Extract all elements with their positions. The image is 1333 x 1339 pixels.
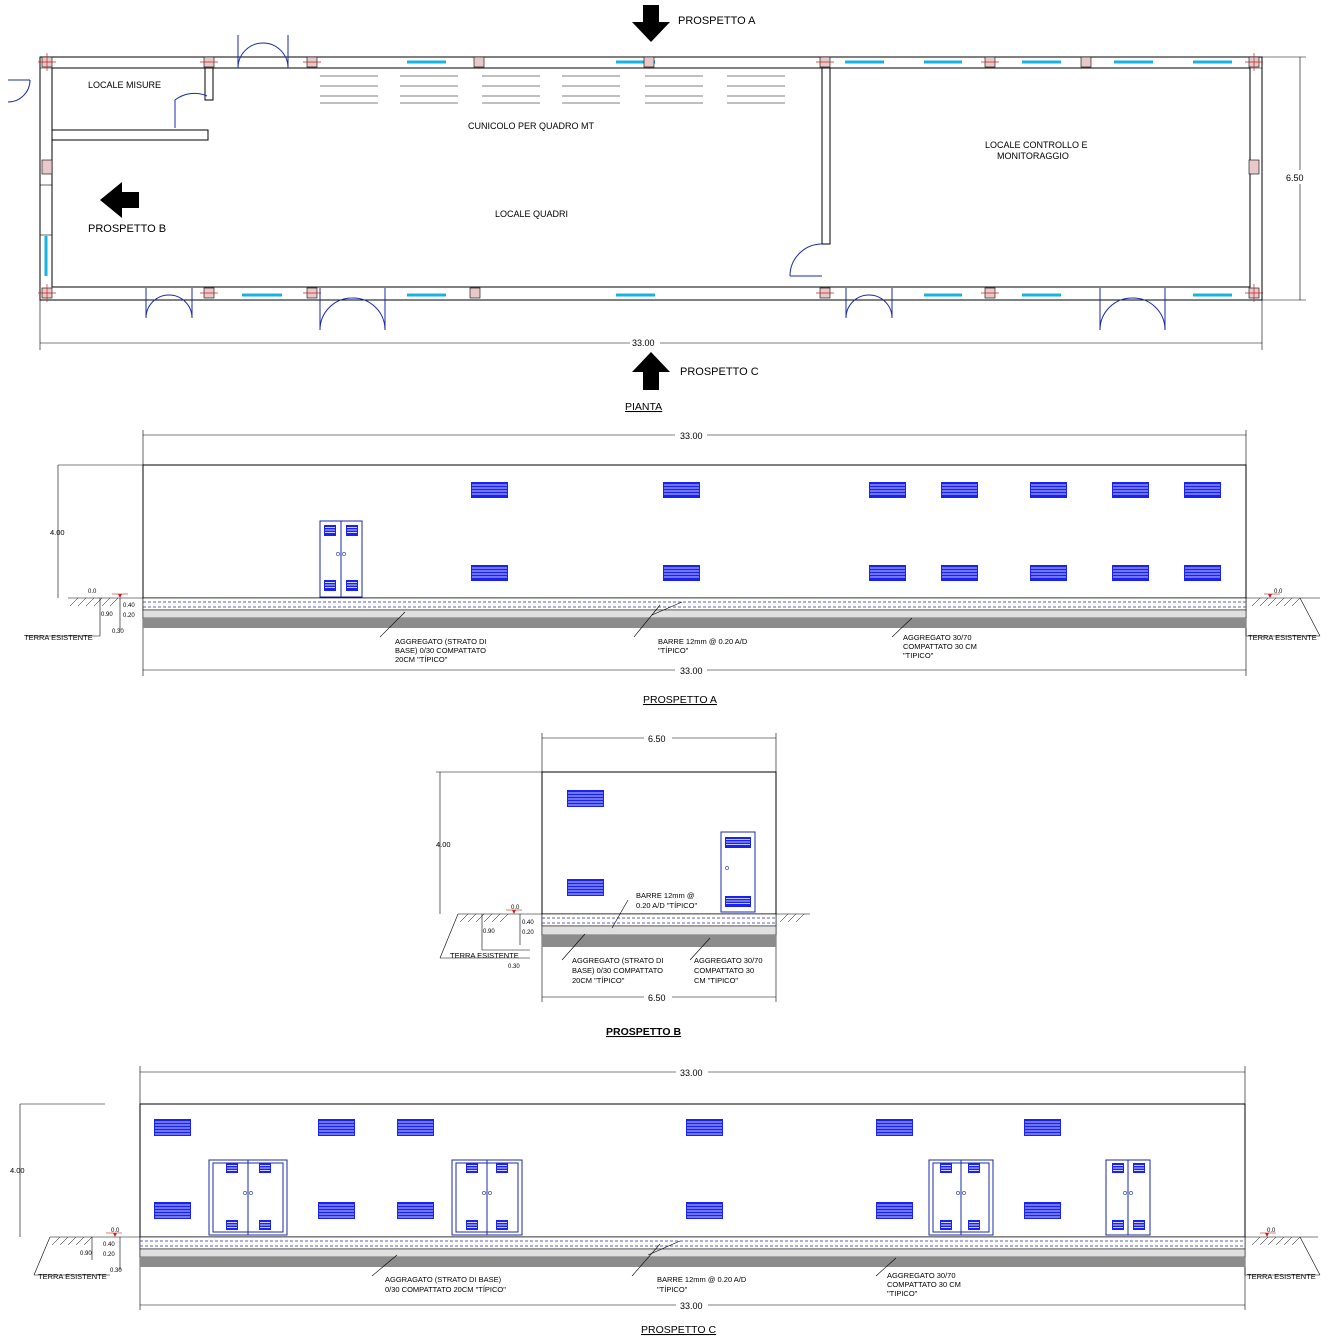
partition-wall [821,67,831,245]
elevation-b [436,732,810,1003]
elev-a-door [319,520,363,598]
gravel-layer [542,935,776,947]
elev-c-note3-l1: AGGREGATO 30/70 [887,1271,956,1280]
elev-a-level-left: 0.0 [88,589,97,595]
elevation-c [19,1066,1321,1311]
elev-a-terra-right: TERRA ESISTENTE [1248,633,1317,642]
elev-a-level-right: 0.0 [1274,589,1283,595]
label-prospetto-a-arrow: PROSPETTO A [678,15,756,27]
label-cunicolo: CUNICOLO PER QUADRO MT [468,121,595,131]
elev-a-d030: 0.30 [112,629,124,635]
elev-b-door [720,831,756,913]
elev-a-terra-left: TERRA ESISTENTE [24,633,93,642]
elev-b-note3-l3: CM "TIPICO" [694,976,738,985]
elev-c-d020: 0.20 [103,1252,115,1258]
elev-c-d040: 0.40 [103,1242,115,1248]
elev-b-dim-bottom: 6.50 [648,993,666,1003]
elev-b-d030: 0.30 [508,964,520,970]
elev-b-barre-l1: BARRE 12mm @ [636,891,694,900]
elev-a-d020: 0.20 [123,613,135,619]
arrow-prospetto-c [632,352,670,390]
elev-a-note2-l1: BARRE 12mm @ 0.20 A/D [658,637,748,646]
elev-b-height: 4.00 [436,840,451,849]
structural-columns [38,53,1263,302]
elev-b-vents [567,790,604,896]
room-label-misure: LOCALE MISURE [88,80,161,90]
elev-b-terra: TERRA ESISTENTE [450,951,519,960]
elev-c-note2-l2: "TÍPICO" [657,1285,688,1294]
elev-a-note2-l2: "TÍPICO" [658,646,689,655]
elev-c-note1-l2: 0/30 COMPATTATO 20CM "TÍPICO" [385,1285,506,1294]
floor-plan [7,5,1314,390]
elev-a-note1-l2: BASE) 0/30 COMPATTATO [395,646,486,655]
title-pianta: PIANTA [625,401,662,413]
elev-c-doors [208,1159,1151,1236]
elev-c-vents [154,1119,1061,1219]
gravel-layer [143,618,1246,628]
elev-b-d020: 0.20 [522,930,534,936]
elev-c-terra-right: TERRA ESISTENTE [1247,1272,1316,1281]
cable-trench-marks [320,75,785,104]
elev-b-d040: 0.40 [522,920,534,926]
elev-a-note1-l1: AGGREGATO (STRATO DI [395,637,487,646]
elev-c-note3-l3: "TIPICO" [887,1289,918,1298]
elev-c-d090: 0.90 [80,1251,92,1257]
elev-c-d030: 0.30 [110,1268,122,1274]
label-prospetto-c-arrow: PROSPETTO C [680,366,759,378]
elev-a-note1-l3: 20CM "TÍPICO" [395,655,448,664]
elev-b-barre-l2: 0.20 A/D "TÍPICO" [636,901,698,910]
elev-b-d090: 0.90 [483,929,495,935]
elev-b-note3-l1: AGGREGATO 30/70 [694,956,763,965]
elev-a-note3-l1: AGGREGATO 30/70 [903,633,972,642]
elev-c-note3-l2: COMPATTATO 30 CM [887,1280,961,1289]
elev-b-level: 0.0 [511,905,520,911]
room-label-quadri: LOCALE QUADRI [495,209,568,219]
left-wall-detail [39,184,53,236]
elev-a-dim-bottom: 33.00 [680,666,703,676]
elevation-a [26,429,1321,676]
elev-c-terra-left: TERRA ESISTENTE [38,1272,107,1281]
elev-b-note3-l2: COMPATTATO 30 [694,966,754,975]
arrow-prospetto-b [100,182,139,218]
elev-a-height: 4.00 [50,528,65,537]
elev-b-note1-l3: 20CM "TÍPICO" [572,976,625,985]
partition-wall [51,129,209,141]
room-label-controllo-2: MONITORAGGIO [997,151,1069,161]
elev-c-note1-l1: AGGRAGATO (STRATO DI BASE) [385,1275,502,1284]
elev-a-dim-top: 33.00 [680,431,703,441]
elev-b-note1-l1: AGGREGATO (STRATO DI [572,956,664,965]
elev-b-note1-l2: BASE) 0/30 COMPATTATO [572,966,663,975]
arrow-prospetto-a [632,5,670,42]
elev-c-level-left: 0.0 [111,1228,120,1234]
room-label-controllo-1: LOCALE CONTROLLO E [985,140,1088,150]
elev-a-note3-l2: COMPATTATO 30 CM [903,642,977,651]
inner-wall [51,67,1251,288]
vent-slats [155,484,1220,1228]
elev-c-level-right: 0.0 [1267,1228,1276,1234]
label-prospetto-b-arrow: PROSPETTO B [88,223,166,235]
dim-width-label: 6.50 [1286,173,1304,183]
elev-c-note2-l1: BARRE 12mm @ 0.20 A/D [657,1275,747,1284]
plan-doors [7,35,1166,331]
partition-wall [204,67,214,101]
elev-b-dim-top: 6.50 [648,734,666,744]
elev-a-note3-l3: "TIPICO" [903,651,934,660]
elev-c-height: 4.00 [10,1166,25,1175]
title-prospetto-b: PROSPETTO B [606,1026,681,1038]
title-prospetto-a: PROSPETTO A [643,694,717,706]
title-prospetto-c: PROSPETTO C [641,1324,716,1336]
outer-wall [39,56,1263,301]
elev-a-d090: 0.90 [101,612,113,618]
elev-a-d040: 0.40 [123,603,135,609]
elev-c-dim-bottom: 33.00 [680,1301,703,1311]
elev-a-vents [471,482,1221,581]
dim-length-label: 33.00 [632,338,655,348]
gravel-layer [140,1257,1245,1267]
elev-c-dim-top: 33.00 [680,1068,703,1078]
